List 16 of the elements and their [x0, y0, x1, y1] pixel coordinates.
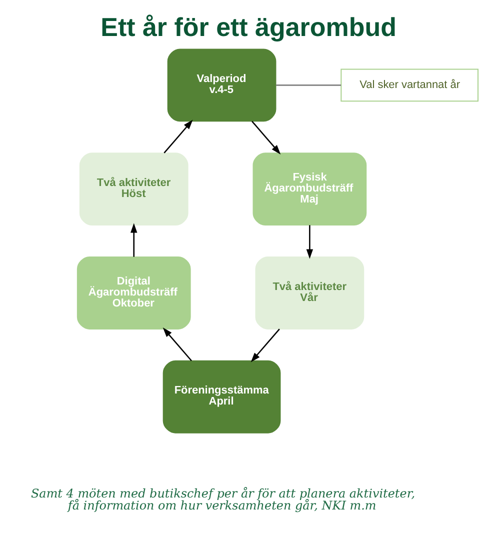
node-box: Föreningsstämma April — [162, 360, 280, 434]
diagram-title: Ett år för ett ägarombud — [100, 12, 396, 42]
arrow — [162, 328, 192, 362]
arrow — [163, 120, 192, 154]
node-box: Två aktiviteter Höst — [78, 152, 188, 226]
arrow — [306, 225, 313, 259]
node-box: Två aktiviteter Vår — [254, 256, 364, 330]
connector — [276, 84, 340, 86]
node-box: Digital Ägarombudsträff Oktober — [76, 256, 190, 330]
node-box: Valperiod v.4-5 — [166, 48, 276, 122]
caption: Samt 4 möten med butikschef per år för att planera aktiviteter, få information om hur verksamheten går, NKI m.m — [30, 486, 415, 512]
arrow — [130, 223, 137, 257]
arrow — [251, 120, 280, 154]
node-box: Val sker vartannat år — [340, 68, 478, 102]
arrow — [250, 328, 280, 362]
node-box: Fysisk Ägarombudsträff Maj — [252, 152, 366, 226]
